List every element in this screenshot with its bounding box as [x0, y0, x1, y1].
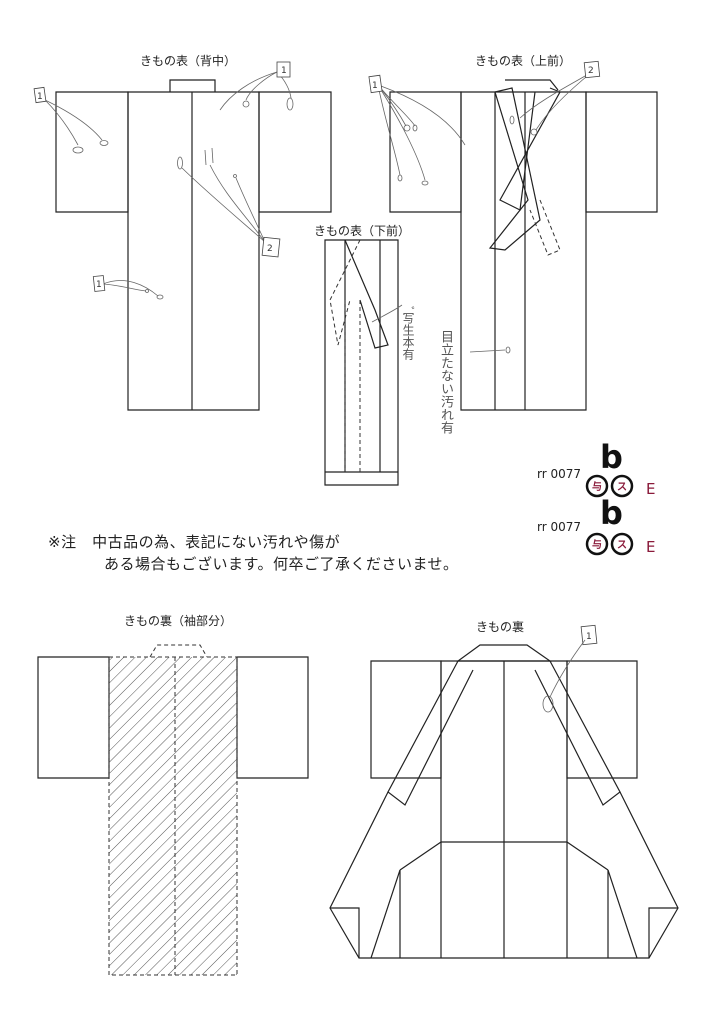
tag-2b: 2: [588, 66, 594, 76]
lower-front-view: [324, 239, 403, 486]
grade-2: E: [646, 538, 656, 556]
stamp-2b: ス: [617, 539, 627, 551]
lining-view: [329, 639, 679, 959]
back-view: [44, 71, 332, 411]
label-lining: きもの裏: [476, 620, 525, 634]
grade-1: E: [646, 480, 656, 498]
handwritten-small-note: ﾞ写生本有: [401, 306, 415, 361]
disclaimer-line-2: ある場合もございます。何卒ご了承くださいませ。: [104, 555, 459, 573]
tag-1c: 1: [96, 280, 102, 290]
tags: 1 1 2 1 1 2 1: [33, 60, 601, 646]
handwritten-stain-note: 目立たない汚れ有: [438, 330, 453, 434]
stamps: 与 ス 与 ス: [585, 474, 634, 556]
stamp-1b: ス: [617, 481, 627, 493]
tag-1a: 1: [37, 92, 43, 102]
tag-1e: 1: [586, 632, 592, 642]
tag-1b: 1: [281, 66, 287, 76]
stamp-1a: 与: [592, 480, 602, 493]
stamp-mark-1: b: [600, 438, 623, 476]
label-lining-sleeve: きもの裏（袖部分）: [124, 614, 233, 628]
tag-2a: 2: [267, 244, 273, 254]
lining-sleeve-view: [37, 644, 309, 976]
product-code-2: rr 0077: [537, 520, 582, 534]
upper-front-view: [377, 71, 658, 411]
product-code-1: rr 0077: [537, 467, 582, 481]
disclaimer-line-1: ※注 中古品の為、表記にない汚れや傷が: [48, 533, 341, 551]
stamp-2a: 与: [592, 538, 602, 551]
label-back: きもの表（背中）: [140, 54, 237, 68]
stamp-mark-2: b: [600, 494, 623, 532]
tag-1d: 1: [372, 81, 378, 91]
label-upper-front: きもの表（上前）: [475, 54, 572, 68]
label-lower-front: きもの表（下前）: [314, 224, 411, 238]
